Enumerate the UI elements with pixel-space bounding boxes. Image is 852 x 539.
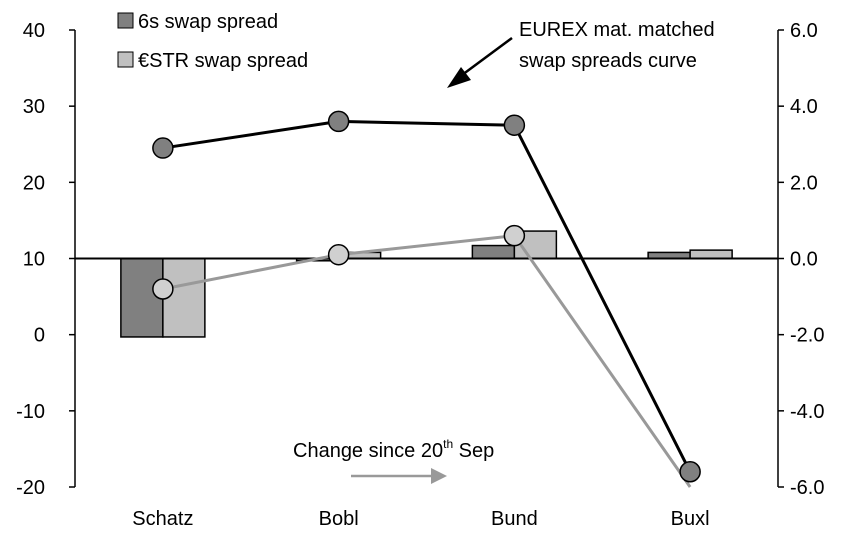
right-tick-label: 4.0 — [790, 96, 818, 118]
right-tick-label: -2.0 — [790, 325, 824, 347]
x-tick-label: Buxl — [671, 508, 710, 530]
left-tick-label: 40 — [23, 20, 45, 42]
change-annotation-arrowhead — [431, 468, 447, 484]
curve-marker-1-bobl — [327, 110, 350, 133]
change-annotation: Change since 20th Sep — [293, 437, 494, 462]
curve-marker-1-buxl — [679, 461, 701, 483]
legend-swatch-estr — [117, 51, 134, 68]
curve-marker-2-bobl — [327, 243, 350, 266]
right-tick-label: -6.0 — [790, 477, 824, 499]
left-axis-ticks: -20 -10 0 10 20 30 40 — [16, 20, 75, 499]
bar-estr-buxl — [689, 249, 733, 260]
bars-group — [120, 230, 733, 338]
legend-label-6s: 6s swap spread — [138, 11, 278, 33]
right-tick-label: 6.0 — [790, 20, 818, 42]
curve-marker-1-schatz — [152, 137, 174, 159]
right-axis-ticks: -6.0 -4.0 -2.0 0.0 2.0 4.0 6.0 — [778, 20, 824, 499]
curve-annotation-arrow-shaft — [461, 36, 513, 77]
curve-marker-2-schatz — [152, 278, 174, 300]
bar-6s-schatz — [120, 257, 164, 338]
left-tick-label: -20 — [16, 477, 45, 499]
x-tick-label: Bobl — [319, 508, 359, 530]
curve-marker-2-bund — [503, 224, 526, 247]
legend-label-estr: €STR swap spread — [138, 50, 308, 72]
left-tick-label: 30 — [23, 96, 45, 118]
x-tick-label: Schatz — [132, 508, 193, 530]
curve-annotation-line1: EUREX mat. matched — [519, 19, 715, 41]
bar-estr-schatz — [162, 257, 206, 338]
right-tick-label: 0.0 — [790, 249, 818, 271]
x-axis-labels: Schatz Bobl Bund Buxl — [132, 508, 709, 530]
curve-annotation-arrowhead — [447, 67, 471, 88]
right-tick-label: -4.0 — [790, 401, 824, 423]
x-tick-label: Bund — [491, 508, 538, 530]
curve-line-2 — [162, 234, 692, 488]
left-tick-label: 20 — [23, 172, 45, 194]
left-tick-label: 0 — [34, 325, 45, 347]
curve-marker-1-bund — [503, 114, 526, 136]
right-tick-label: 2.0 — [790, 172, 818, 194]
left-tick-label: -10 — [16, 401, 45, 423]
bar-6s-bund — [471, 244, 516, 260]
legend-swatch-6s — [117, 12, 134, 29]
left-tick-label: 10 — [23, 249, 45, 271]
curve-line-1 — [162, 119, 692, 473]
lines-group — [152, 110, 701, 488]
curve-annotation-line2: swap spreads curve — [519, 50, 697, 72]
